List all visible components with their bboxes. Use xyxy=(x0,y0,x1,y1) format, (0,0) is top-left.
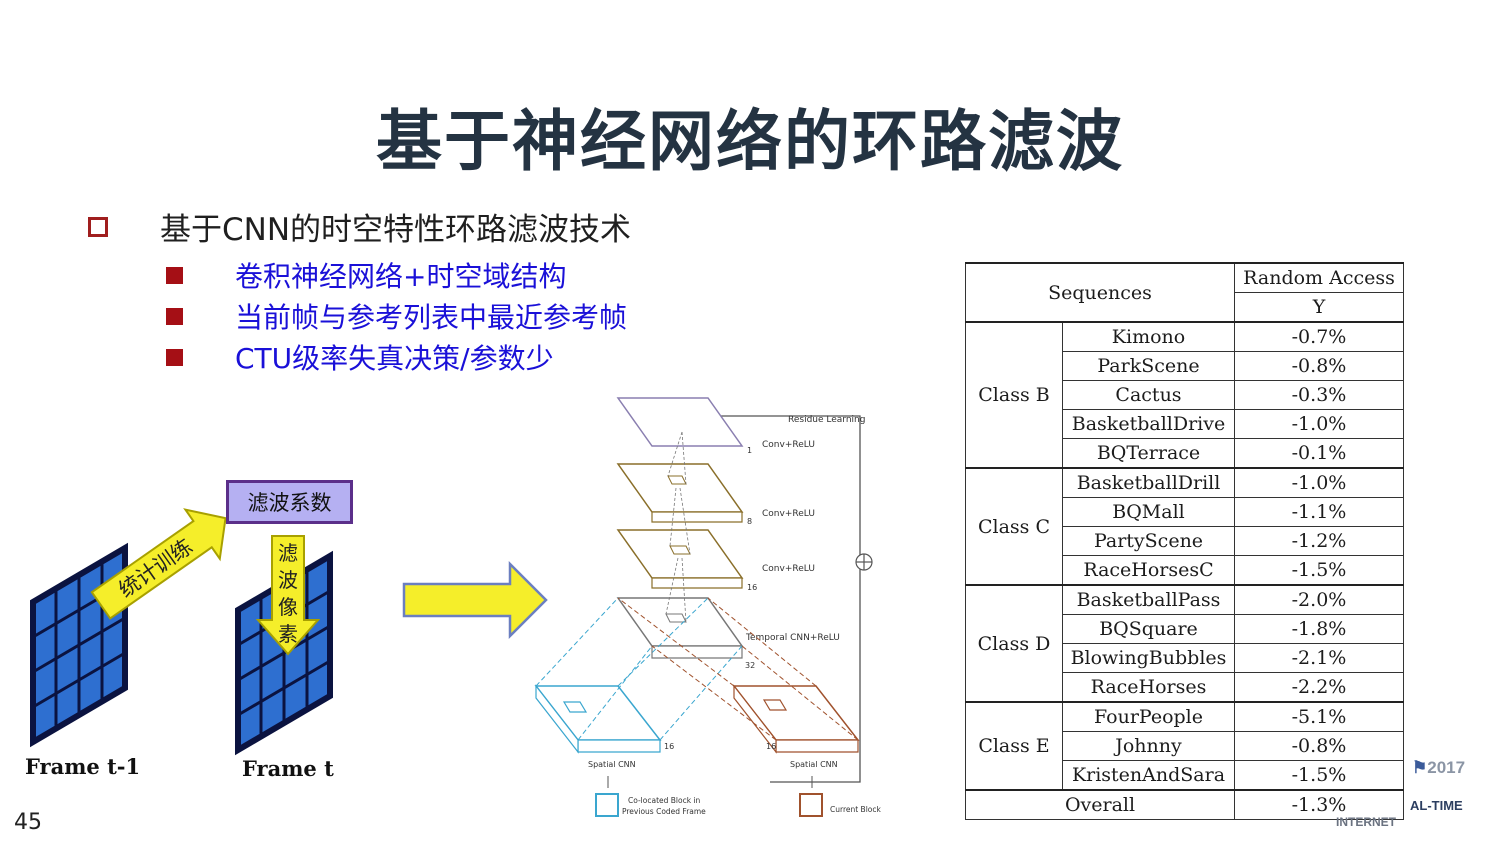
sequence-name: BasketballDrill xyxy=(1062,467,1235,498)
class-label: Class D xyxy=(965,584,1063,703)
left-branch: 16 Spatial CNN xyxy=(534,597,743,788)
results-table: Sequences Random Access Y Class B Kimono… xyxy=(965,262,1404,820)
bd-rate-value: -2.0% xyxy=(1234,584,1404,615)
filter-arrow-char: 波 xyxy=(278,568,298,592)
sequence-name: PartyScene xyxy=(1062,526,1235,556)
branch-channels: 16 xyxy=(766,742,776,751)
current-legend-swatch xyxy=(799,793,823,817)
sequence-name: KristenAndSara xyxy=(1062,760,1235,791)
sequence-name: RaceHorses xyxy=(1062,672,1235,703)
sequence-name: FourPeople xyxy=(1062,701,1235,732)
legend-colocated-line1: Co-located Block in xyxy=(628,796,701,805)
layer-label: Conv+ReLU xyxy=(762,564,815,574)
bd-rate-value: -0.3% xyxy=(1234,380,1404,410)
overall-value: -1.3% xyxy=(1234,789,1404,820)
watermark-line3: INTERNET xyxy=(1336,815,1396,829)
sequence-name: BQTerrace xyxy=(1062,438,1235,469)
branch-channels: 16 xyxy=(664,742,674,751)
legend-colocated-line2: Previous Coded Frame xyxy=(622,807,706,816)
layer-3: Conv+ReLU 16 xyxy=(616,529,815,592)
layer-label: Temporal CNN+ReLU xyxy=(745,633,840,643)
bd-rate-value: -0.1% xyxy=(1234,438,1404,469)
bd-rate-value: -2.2% xyxy=(1234,672,1404,703)
filter-arrow-char: 素 xyxy=(278,622,298,646)
residue-label: Residue Learning xyxy=(788,415,865,425)
filter-coefficient-box: 滤波系数 xyxy=(226,480,353,524)
main-bullet: 基于CNN的时空特性环路滤波技术 xyxy=(88,204,631,249)
sub-bullet-text: 当前帧与参考列表中最近参考帧 xyxy=(235,301,628,334)
bd-rate-value: -0.8% xyxy=(1234,731,1404,761)
slide-title: 基于神经网络的环路滤波 xyxy=(376,103,1124,180)
hollow-square-bullet-icon xyxy=(88,216,108,237)
sequence-name: BasketballDrive xyxy=(1062,409,1235,439)
filter-arrow: 滤 波 像 素 xyxy=(255,535,321,656)
class-label: Class C xyxy=(965,467,1063,586)
frame-cur-label: Frame t xyxy=(242,756,334,781)
layer-1: Conv+ReLU 1 xyxy=(616,397,815,455)
watermark-flag-icon: ⚑ xyxy=(1412,758,1428,777)
bd-rate-value: -1.2% xyxy=(1234,526,1404,556)
watermark-line2: AL-TIME xyxy=(1410,798,1463,813)
sequence-name: Kimono xyxy=(1062,321,1235,352)
sequence-name: BQSquare xyxy=(1062,614,1235,644)
filled-square-bullet-icon xyxy=(166,307,183,325)
sequence-name: BasketballPass xyxy=(1062,584,1235,615)
bd-rate-value: -2.1% xyxy=(1234,643,1404,673)
sub-bullet: CTU级率失真决策/参数少 xyxy=(166,337,554,377)
branch-label: Spatial CNN xyxy=(588,760,636,769)
class-label: Class B xyxy=(965,321,1063,469)
class-label: Class E xyxy=(965,701,1063,791)
layer-label: Conv+ReLU xyxy=(762,440,815,450)
sub-bullet: 卷积神经网络+时空域结构 xyxy=(166,255,566,295)
sequence-name: BQMall xyxy=(1062,497,1235,527)
frame-prev-grid xyxy=(30,542,128,748)
bd-rate-value: -1.5% xyxy=(1234,760,1404,791)
page-number: 45 xyxy=(14,810,42,835)
right-branch: 16 Spatial CNN xyxy=(617,597,860,788)
frame-prev-label: Frame t-1 xyxy=(25,754,141,779)
sub-bullet-text: CTU级率失真决策/参数少 xyxy=(235,342,554,375)
layer-channels: 16 xyxy=(747,583,757,592)
layer-channels: 1 xyxy=(747,446,752,455)
big-right-arrow xyxy=(402,560,548,640)
layer-label: Conv+ReLU xyxy=(762,509,815,519)
sequence-name: RaceHorsesC xyxy=(1062,555,1235,586)
sequence-name: Cactus xyxy=(1062,380,1235,410)
sub-bullet: 当前帧与参考列表中最近参考帧 xyxy=(166,296,627,336)
filled-square-bullet-icon xyxy=(166,348,183,366)
layer-channels: 8 xyxy=(747,517,752,526)
bd-rate-value: -1.1% xyxy=(1234,497,1404,527)
bd-rate-value: -1.0% xyxy=(1234,467,1404,498)
sub-bullet-text: 卷积神经网络+时空域结构 xyxy=(235,260,567,293)
sequence-name: ParkScene xyxy=(1062,351,1235,381)
layer-channels: 32 xyxy=(745,661,755,670)
legend-current: Current Block xyxy=(830,805,881,814)
frame-diagram: 统计训练 滤 波 像 素 xyxy=(30,508,333,756)
bd-rate-value: -1.0% xyxy=(1234,409,1404,439)
bd-rate-value: -1.8% xyxy=(1234,614,1404,644)
header-y: Y xyxy=(1234,292,1404,323)
layer-4: Temporal CNN+ReLU 32 xyxy=(616,597,840,670)
sequence-name: BlowingBubbles xyxy=(1062,643,1235,673)
bd-rate-value: -1.5% xyxy=(1234,555,1404,586)
bd-rate-value: -0.7% xyxy=(1234,321,1404,352)
filled-square-bullet-icon xyxy=(166,266,183,284)
overall-label: Overall xyxy=(965,789,1235,820)
filter-arrow-char: 像 xyxy=(278,595,298,619)
bd-rate-value: -0.8% xyxy=(1234,351,1404,381)
bd-rate-value: -5.1% xyxy=(1234,701,1404,732)
main-bullet-text: 基于CNN的时空特性环路滤波技术 xyxy=(160,212,632,248)
header-sequences: Sequences xyxy=(965,262,1235,323)
header-random-access: Random Access xyxy=(1234,262,1404,293)
cnn-architecture-diagram: Residue Learning Conv+ReLU 1 Conv+ReLU 8… xyxy=(534,397,881,817)
filter-arrow-char: 滤 xyxy=(278,541,298,565)
branch-label: Spatial CNN xyxy=(790,760,838,769)
watermark-year: ⚑2017 xyxy=(1412,758,1466,777)
colocated-legend-swatch xyxy=(595,793,619,817)
legend: Co-located Block in Previous Coded Frame… xyxy=(595,793,881,817)
sequence-name: Johnny xyxy=(1062,731,1235,761)
layer-2: Conv+ReLU 8 xyxy=(616,463,815,526)
